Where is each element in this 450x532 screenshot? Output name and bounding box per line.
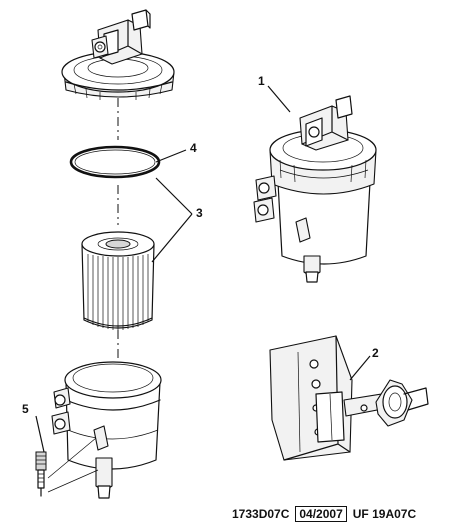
leader-line-3 xyxy=(151,177,193,263)
filter-cartridge xyxy=(81,231,155,330)
leader-line-4 xyxy=(155,149,187,163)
callout-2: 2 xyxy=(372,346,379,360)
footer-date-box: 04/2007 xyxy=(295,506,347,522)
leader-line-1 xyxy=(267,85,291,113)
leader-line-2 xyxy=(349,355,371,381)
assembled-filter xyxy=(253,95,377,283)
o-ring xyxy=(69,145,161,179)
filter-cover xyxy=(61,9,175,100)
callout-4: 4 xyxy=(190,141,197,155)
drain-screw xyxy=(35,437,99,497)
footer-code: UF 19A07C xyxy=(352,507,417,521)
callout-1: 1 xyxy=(258,74,265,88)
callout-3: 3 xyxy=(196,206,203,220)
diagram-footer: 1733D07C 04/2007 UF 19A07C xyxy=(232,506,416,522)
callout-5: 5 xyxy=(22,402,29,416)
mounting-bracket xyxy=(269,335,429,461)
leader-line-5 xyxy=(35,415,45,453)
filter-bowl xyxy=(51,361,162,499)
footer-reference: 1733D07C xyxy=(232,507,290,521)
